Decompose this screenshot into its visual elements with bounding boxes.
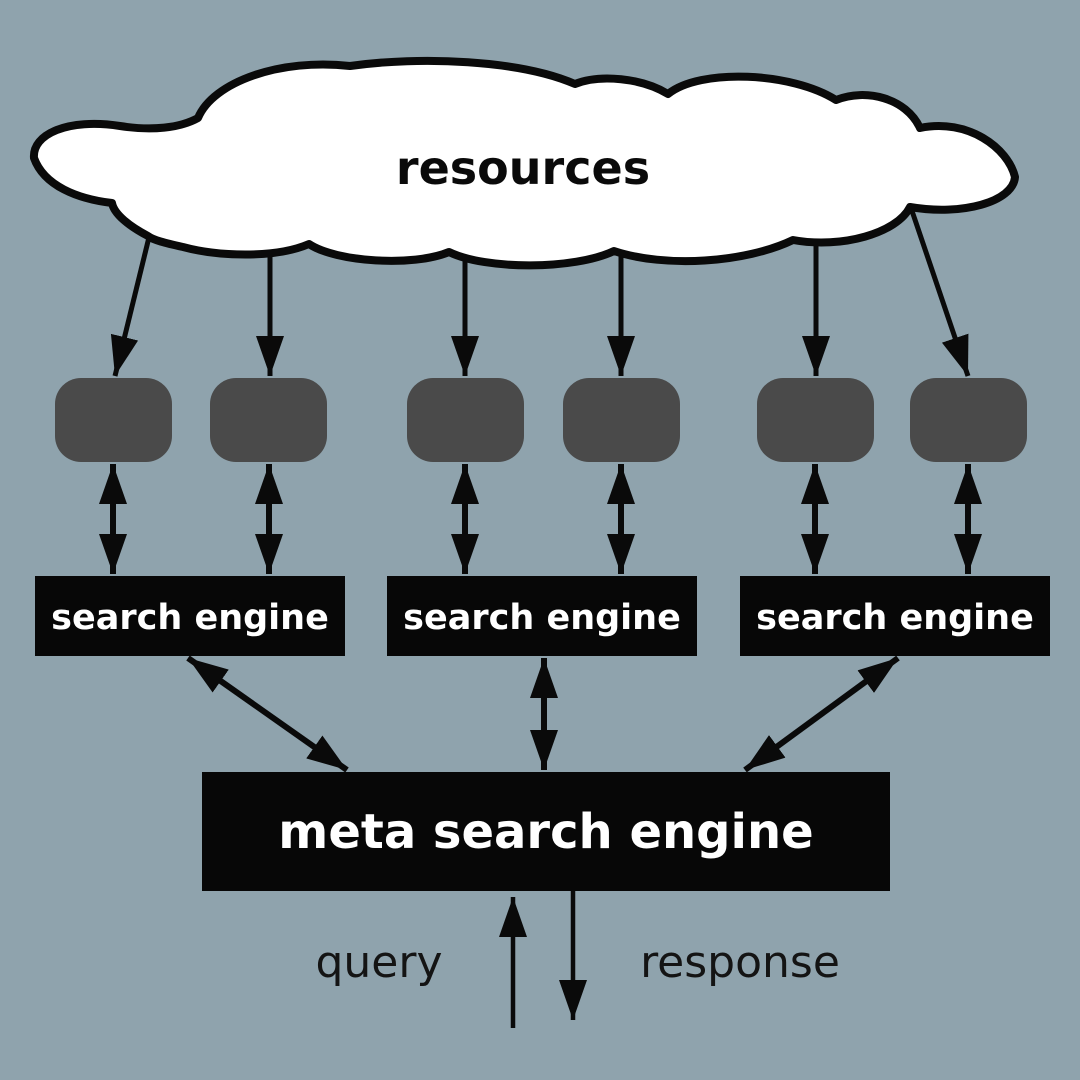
search-engine-label-3: search engine: [756, 598, 1034, 638]
engine-meta-link-1: [186, 655, 349, 773]
resource-node-5: [757, 378, 874, 462]
search-engine-label-1: search engine: [51, 598, 329, 638]
response-label: response: [640, 937, 840, 988]
search-engine-box-3: [740, 576, 1050, 656]
engine-meta-link-3: [743, 655, 900, 773]
search-engine-label-2: search engine: [403, 598, 681, 638]
resource-node-3: [407, 378, 524, 462]
resource-node-1: [55, 378, 172, 462]
resource-node-4: [563, 378, 680, 462]
meta-search-engine-box: [202, 772, 890, 891]
resources-cloud: [30, 56, 1019, 270]
resource-node-6: [910, 378, 1027, 462]
cloud-to-node-arrow-1: [110, 224, 155, 377]
search-engine-box-2: [387, 576, 697, 656]
resource-node-2: [210, 378, 327, 462]
query-label: query: [315, 937, 442, 988]
meta-search-engine-label: meta search engine: [278, 804, 813, 860]
search-engine-box-1: [35, 576, 345, 656]
resources-label: resources: [396, 141, 650, 195]
cloud-to-node-arrow-6: [907, 204, 971, 377]
